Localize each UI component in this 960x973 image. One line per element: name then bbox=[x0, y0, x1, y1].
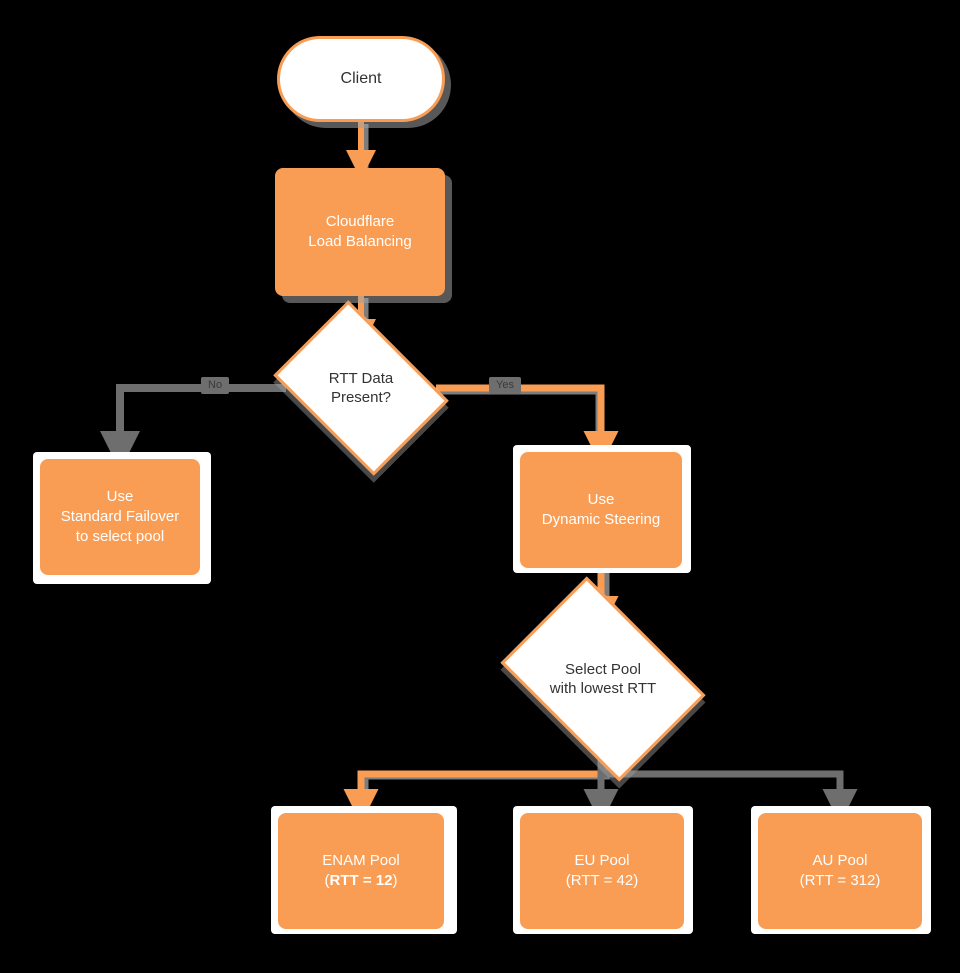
edge-rtt-decision-to-dynamic-steering bbox=[436, 384, 619, 466]
paren-close: ) bbox=[633, 872, 639, 889]
node-rtt-decision-label: RTT Data Present? bbox=[328, 369, 394, 407]
node-standard-failover-label: Use Standard Failover to select pool bbox=[60, 488, 180, 545]
node-enam-pool-name: ENAM Pool bbox=[322, 852, 400, 870]
node-standard-failover[interactable]: Use Standard Failover to select pool bbox=[40, 459, 200, 575]
edge-rtt-decision-to-standard-failover bbox=[100, 384, 286, 471]
edge-select-pool-to-enam-pool bbox=[343, 740, 605, 824]
node-load-balancing-label: Cloudflare Load Balancing bbox=[308, 213, 412, 250]
node-enam-pool-rtt: (RTT = 12) bbox=[325, 871, 398, 891]
node-au-pool[interactable]: AU Pool (RTT = 312) bbox=[758, 813, 922, 929]
node-au-pool-rtt-value: RTT = 312 bbox=[804, 872, 876, 889]
node-dynamic-steering-label: Use Dynamic Steering bbox=[541, 491, 661, 528]
node-enam-pool-rtt-value: RTT = 12 bbox=[329, 872, 393, 889]
node-au-pool-rtt: (RTT = 312) bbox=[800, 871, 881, 891]
paren-open: ( bbox=[565, 872, 571, 889]
node-eu-pool-rtt-value: RTT = 42 bbox=[570, 872, 634, 889]
paren-close: ) bbox=[392, 872, 398, 889]
node-select-pool[interactable]: Select Pool with lowest RTT bbox=[500, 576, 706, 782]
paren-open: ( bbox=[799, 872, 805, 889]
node-rtt-decision[interactable]: RTT Data Present? bbox=[273, 300, 449, 476]
node-client[interactable]: Client bbox=[277, 36, 445, 122]
node-load-balancing[interactable]: Cloudflare Load Balancing bbox=[275, 168, 445, 296]
node-eu-pool-rtt: (RTT = 42) bbox=[566, 871, 638, 891]
node-client-label: Client bbox=[340, 70, 382, 88]
edge-label-no: No bbox=[201, 377, 230, 394]
node-eu-pool[interactable]: EU Pool (RTT = 42) bbox=[520, 813, 684, 929]
node-eu-pool-name: EU Pool bbox=[574, 852, 630, 870]
node-enam-pool[interactable]: ENAM Pool (RTT = 12) bbox=[278, 813, 444, 929]
node-dynamic-steering[interactable]: Use Dynamic Steering bbox=[520, 452, 682, 568]
paren-close: ) bbox=[875, 872, 881, 889]
edge-select-pool-to-au-pool bbox=[601, 770, 858, 824]
node-select-pool-label: Select Pool with lowest RTT bbox=[549, 660, 657, 698]
paren-open: ( bbox=[324, 872, 330, 889]
edge-label-yes: Yes bbox=[489, 377, 521, 394]
node-au-pool-name: AU Pool bbox=[812, 852, 868, 870]
